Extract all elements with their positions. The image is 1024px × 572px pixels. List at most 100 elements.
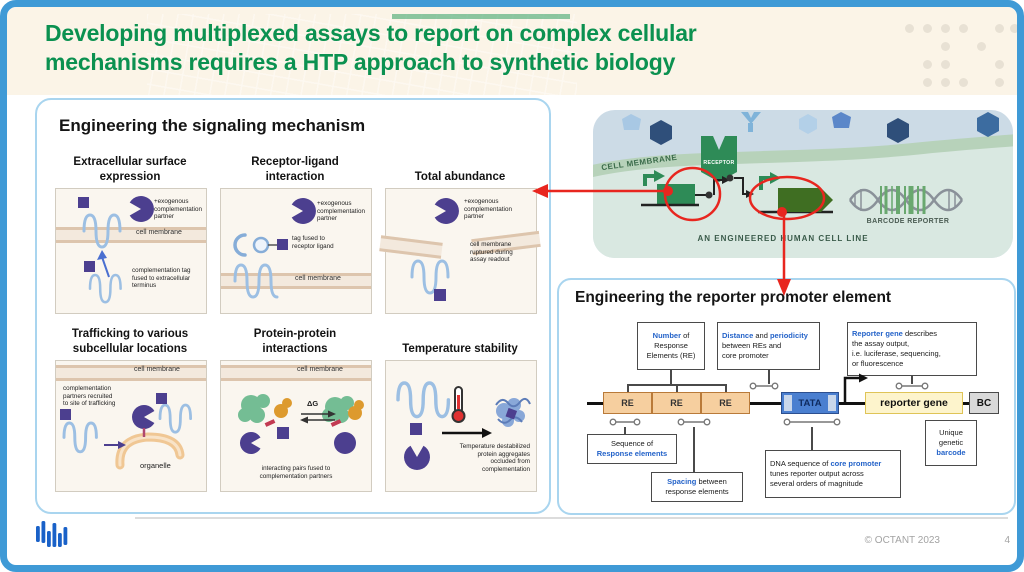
card-title: Protein-protein interactions <box>253 328 337 355</box>
callout-core-promoter: DNA sequence of core promoter tunes repo… <box>765 450 901 498</box>
reporter-gene-box: reporter gene <box>865 392 963 414</box>
barcode-reporter-label: BARCODE REPORTER <box>866 218 950 225</box>
membrane-label: cell membrane <box>295 275 341 282</box>
thermometer-icon <box>451 386 466 423</box>
receptor-label: RECEPTOR <box>703 160 735 166</box>
tag-icon <box>156 393 167 404</box>
ligand-icon <box>252 236 270 254</box>
callout-number: Number of Response Elements (RE) <box>637 322 705 370</box>
card-art <box>396 381 531 470</box>
tag-icon <box>84 261 95 272</box>
protein-blob-icon <box>238 394 354 423</box>
tata-endcap <box>828 394 836 411</box>
page-number: 4 <box>1004 535 1010 546</box>
callout-distance: Distance and periodicity between REs and… <box>717 322 820 370</box>
transcription-start-arrow <box>843 373 868 403</box>
arrow-up <box>101 256 110 278</box>
arrow-head <box>97 250 107 260</box>
re-box: RE <box>603 392 652 414</box>
tag-label: tag fused to receptor ligand <box>292 235 334 250</box>
callout-reporter-gene: Reporter gene describes the assay output… <box>847 322 977 376</box>
linker-icon <box>264 419 276 427</box>
card-title: Extracellular surface expression <box>73 156 187 183</box>
gpcr-icon <box>82 213 122 304</box>
callout-spacing: Spacing between response elements <box>651 472 743 502</box>
footer-divider <box>135 517 1008 519</box>
card-title: Total abundance <box>414 170 506 183</box>
tag-icon <box>277 427 289 439</box>
membrane-label: cell membrane <box>136 229 182 236</box>
exo-label: +exogenous complementation partner <box>154 198 202 221</box>
note-label: Temperature destabilized protein aggrega… <box>459 443 530 473</box>
exo-label: +exogenous complementation partner <box>317 200 365 223</box>
receptor-cup-icon <box>233 233 247 257</box>
connector <box>911 376 913 384</box>
card-title: Temperature stability <box>402 342 518 355</box>
membrane-band <box>56 227 206 243</box>
aggregate-icon <box>495 398 531 427</box>
green-accent-strip <box>392 14 570 19</box>
copyright: © OCTANT 2023 <box>864 535 940 546</box>
card-art <box>60 393 193 470</box>
caliper-icon <box>783 418 841 426</box>
promoter-panel: Engineering the reporter promoter elemen… <box>557 278 1016 515</box>
extracellular-molecules <box>622 112 999 145</box>
tata-box: TATA <box>781 392 839 414</box>
complementation-partner-icon <box>434 198 459 224</box>
barcode-stripes <box>880 186 926 214</box>
callout-barcode: Unique genetic barcode <box>925 420 977 466</box>
complementation-partner-icon <box>404 445 430 470</box>
tata-endcap <box>784 394 792 411</box>
gpcr-icon <box>62 421 98 454</box>
header: Developing multiplexed assays to report … <box>7 7 1019 100</box>
caliper-icon <box>609 418 641 426</box>
tag-icon <box>434 289 446 301</box>
complementation-partner-icon <box>129 196 154 222</box>
slide-title: Developing multiplexed assays to report … <box>45 20 697 75</box>
connector <box>670 370 672 384</box>
card-art <box>233 198 316 299</box>
note-label: interacting pairs fused to complementati… <box>259 465 333 480</box>
complementation-partner-icon <box>239 432 261 454</box>
grid-texture <box>147 14 577 100</box>
tag-icon <box>78 197 89 208</box>
caliper-icon <box>749 382 779 390</box>
complementation-partner-icon <box>334 432 356 454</box>
octant-logo <box>36 521 68 547</box>
signaling-panel: Engineering the signaling mechanism Extr… <box>35 98 551 514</box>
tag-icon <box>277 239 288 250</box>
gpcr-icon <box>410 259 450 295</box>
cell-line-caption: AN ENGINEERED HUMAN CELL LINE <box>697 234 869 243</box>
tag-icon <box>60 409 71 420</box>
gpcr-icon <box>233 263 279 299</box>
re-box: RE <box>652 392 701 414</box>
bc-box: BC <box>969 392 999 414</box>
card-title: Receptor-ligand interaction <box>251 156 339 183</box>
complementation-partner-icon <box>132 405 155 429</box>
card-art <box>78 196 154 304</box>
note-label: complementation tag fused to extracellul… <box>132 267 191 290</box>
membrane-label: cell membrane <box>297 366 343 373</box>
delta-g-label: ΔG <box>307 399 319 408</box>
connector <box>768 370 770 384</box>
note-label: cell membrane ruptured during assay read… <box>470 241 513 264</box>
tag-icon <box>410 423 422 435</box>
membrane-band <box>56 365 206 381</box>
callout-sequence: Sequence of Response elements <box>587 434 677 464</box>
partner-blob-icon <box>274 398 364 420</box>
exo-label: +exogenous complementation partner <box>464 198 512 221</box>
note-label: complementation partners recruited to si… <box>63 385 116 408</box>
membrane-curve <box>593 134 1013 178</box>
card-title: Trafficking to various subcellular locat… <box>71 328 189 355</box>
membrane-label: cell membrane <box>134 366 180 373</box>
signaling-panel-title: Engineering the signaling mechanism <box>59 116 366 135</box>
gpcr-icon <box>158 403 193 434</box>
equilibrium-arrows <box>301 413 335 421</box>
re-box: RE <box>701 392 750 414</box>
complementation-partner-icon <box>291 198 316 224</box>
organelle-label: organelle <box>140 461 171 470</box>
card-art <box>410 198 459 301</box>
gpcr-icon <box>396 381 451 419</box>
cell-line-diagram: CELL MEMBRANE RECEPTOR BARCODE REPORTER … <box>593 110 1013 258</box>
linker-icon <box>330 419 342 427</box>
